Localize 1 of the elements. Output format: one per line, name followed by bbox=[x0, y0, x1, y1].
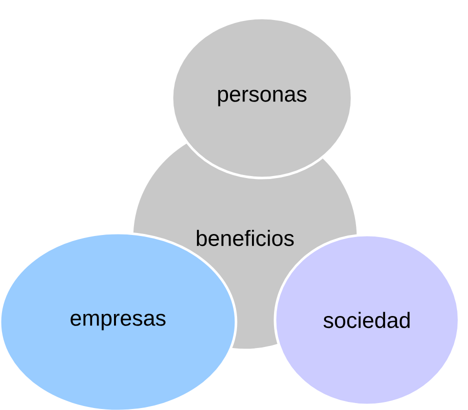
node-label: personas bbox=[218, 90, 306, 106]
